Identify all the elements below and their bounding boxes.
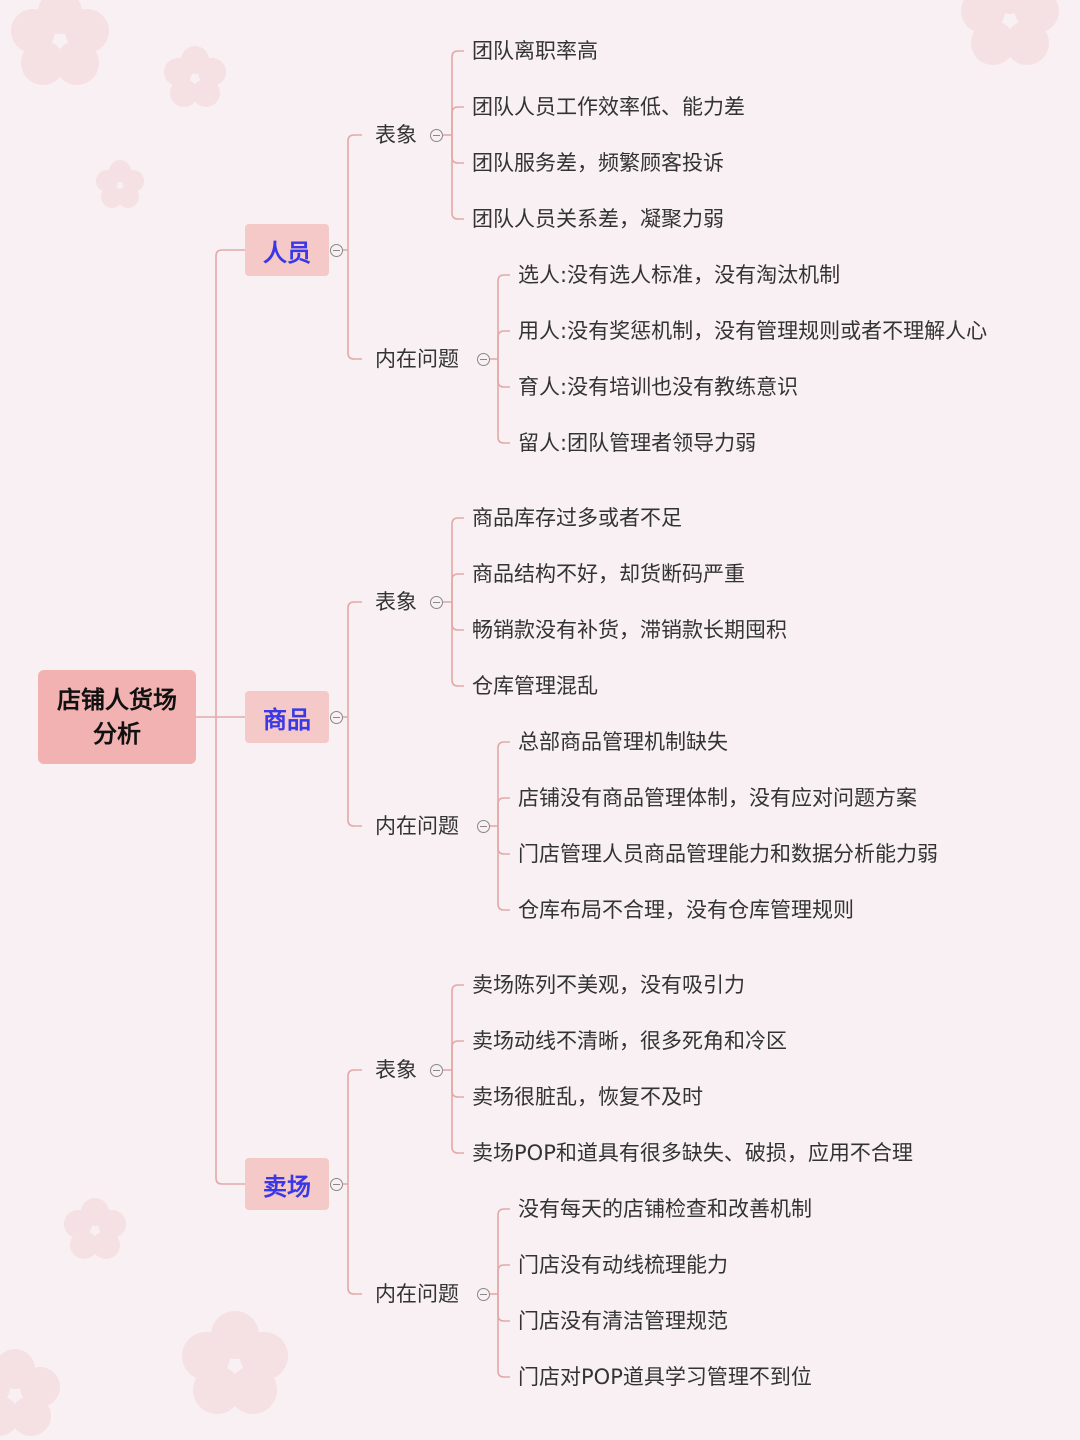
collapse-toggle-icon[interactable] bbox=[329, 1177, 343, 1191]
leaf-item: 团队人员工作效率低、能力差 bbox=[472, 95, 745, 119]
leaf-item: 留人:团队管理者领导力弱 bbox=[518, 431, 757, 455]
branch-node-3: 卖场 bbox=[245, 1158, 329, 1210]
group-label: 表象 bbox=[375, 590, 417, 614]
collapse-toggle-icon[interactable] bbox=[429, 1063, 443, 1077]
group-label: 表象 bbox=[375, 123, 417, 147]
leaf-item: 卖场动线不清晰，很多死角和冷区 bbox=[472, 1029, 787, 1053]
collapse-toggle-icon[interactable] bbox=[476, 1287, 490, 1301]
leaf-item: 卖场很脏乱，恢复不及时 bbox=[472, 1085, 703, 1109]
group-label: 表象 bbox=[375, 1058, 417, 1082]
leaf-item: 没有每天的店铺检查和改善机制 bbox=[518, 1197, 812, 1221]
leaf-item: 团队人员关系差，凝聚力弱 bbox=[472, 207, 724, 231]
leaf-item: 育人:没有培训也没有教练意识 bbox=[518, 375, 799, 399]
leaf-item: 团队服务差，频繁顾客投诉 bbox=[472, 151, 724, 175]
leaf-item: 店铺没有商品管理体制，没有应对问题方案 bbox=[518, 786, 917, 810]
leaf-item: 仓库管理混乱 bbox=[472, 674, 598, 698]
group-label: 内在问题 bbox=[375, 1282, 459, 1306]
collapse-toggle-icon[interactable] bbox=[429, 128, 443, 142]
collapse-toggle-icon[interactable] bbox=[476, 352, 490, 366]
leaf-item: 畅销款没有补货，滞销款长期囤积 bbox=[472, 618, 787, 642]
collapse-toggle-icon[interactable] bbox=[329, 243, 343, 257]
root-node: 店铺人货场分析 bbox=[38, 670, 196, 764]
leaf-item: 门店管理人员商品管理能力和数据分析能力弱 bbox=[518, 842, 938, 866]
leaf-item: 仓库布局不合理，没有仓库管理规则 bbox=[518, 898, 854, 922]
group-label: 内在问题 bbox=[375, 347, 459, 371]
group-label: 内在问题 bbox=[375, 814, 459, 838]
leaf-item: 卖场陈列不美观，没有吸引力 bbox=[472, 973, 745, 997]
leaf-item: 团队离职率高 bbox=[472, 39, 598, 63]
leaf-item: 门店没有动线梳理能力 bbox=[518, 1253, 728, 1277]
leaf-item: 用人:没有奖惩机制，没有管理规则或者不理解人心 bbox=[518, 319, 988, 343]
collapse-toggle-icon[interactable] bbox=[476, 819, 490, 833]
branch-node-1: 人员 bbox=[245, 224, 329, 276]
leaf-item: 门店没有清洁管理规范 bbox=[518, 1309, 728, 1333]
leaf-item: 门店对POP道具学习管理不到位 bbox=[518, 1365, 812, 1389]
leaf-item: 卖场POP和道具有很多缺失、破损，应用不合理 bbox=[472, 1141, 913, 1165]
collapse-toggle-icon[interactable] bbox=[429, 595, 443, 609]
branch-node-2: 商品 bbox=[245, 691, 329, 743]
collapse-toggle-icon[interactable] bbox=[329, 710, 343, 724]
leaf-item: 商品库存过多或者不足 bbox=[472, 506, 682, 530]
leaf-item: 总部商品管理机制缺失 bbox=[518, 730, 728, 754]
leaf-item: 商品结构不好，却货断码严重 bbox=[472, 562, 745, 586]
leaf-item: 选人:没有选人标准，没有淘汰机制 bbox=[518, 263, 841, 287]
